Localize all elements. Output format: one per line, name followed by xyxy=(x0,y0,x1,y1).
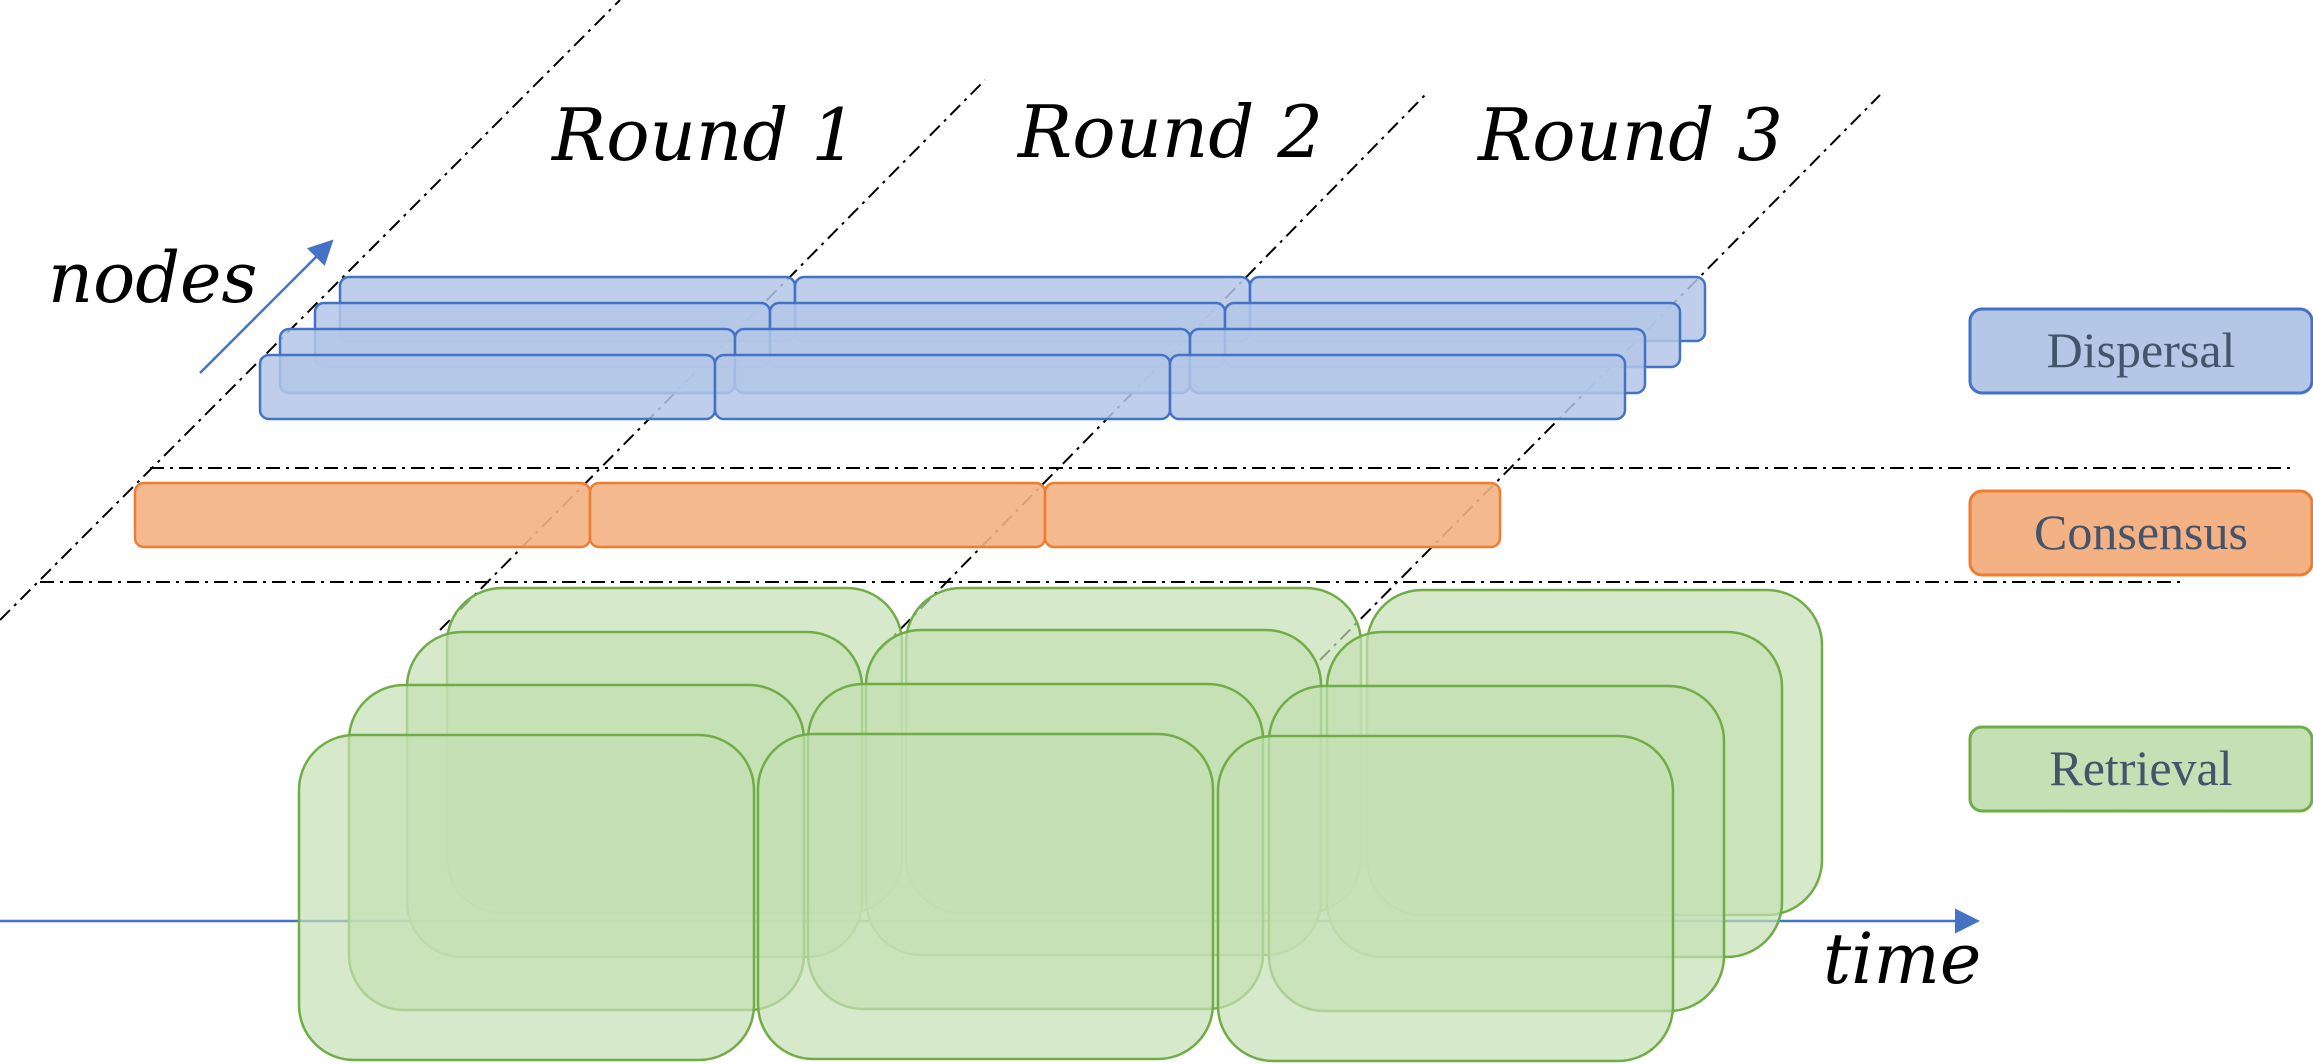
retrieval-block xyxy=(756,732,1215,1061)
round-labels: Round 1 Round 2 Round 3 xyxy=(550,90,1783,177)
round-label-3: Round 3 xyxy=(1476,93,1783,177)
dispersal-block xyxy=(713,353,1172,421)
legend-label-dispersal: Dispersal xyxy=(2047,322,2236,378)
consensus-block xyxy=(133,481,592,549)
row-dividers xyxy=(40,467,2290,583)
time-axis-label: time xyxy=(1823,918,1981,1000)
round-boundary-line xyxy=(0,0,621,621)
legend-item-consensus: Consensus xyxy=(1968,489,2313,577)
legend-item-dispersal: Dispersal xyxy=(1968,307,2313,395)
consensus-block xyxy=(588,481,1047,549)
consensus-block xyxy=(1043,481,1502,549)
round-label-1: Round 1 xyxy=(550,93,857,177)
legend-swatch-retrieval xyxy=(1968,725,2313,813)
nodes-axis-label: nodes xyxy=(48,237,257,319)
dispersal-block xyxy=(1168,353,1627,421)
dispersal-blocks xyxy=(258,275,1707,421)
legend-swatch-dispersal xyxy=(1968,307,2313,395)
legend-item-retrieval: Retrieval xyxy=(1968,725,2313,813)
consensus-blocks xyxy=(133,481,1502,549)
round-label-2: Round 2 xyxy=(1016,90,1323,174)
legend-swatch-consensus xyxy=(1968,489,2313,577)
dispersal-block xyxy=(258,353,717,421)
legend: Dispersal Consensus Retrieval xyxy=(1968,307,2313,813)
nodes-axis xyxy=(199,239,334,374)
retrieval-block xyxy=(297,733,756,1062)
retrieval-blocks xyxy=(297,586,1824,1063)
retrieval-block xyxy=(1216,734,1675,1063)
legend-label-retrieval: Retrieval xyxy=(2049,740,2232,796)
legend-label-consensus: Consensus xyxy=(2034,504,2248,560)
